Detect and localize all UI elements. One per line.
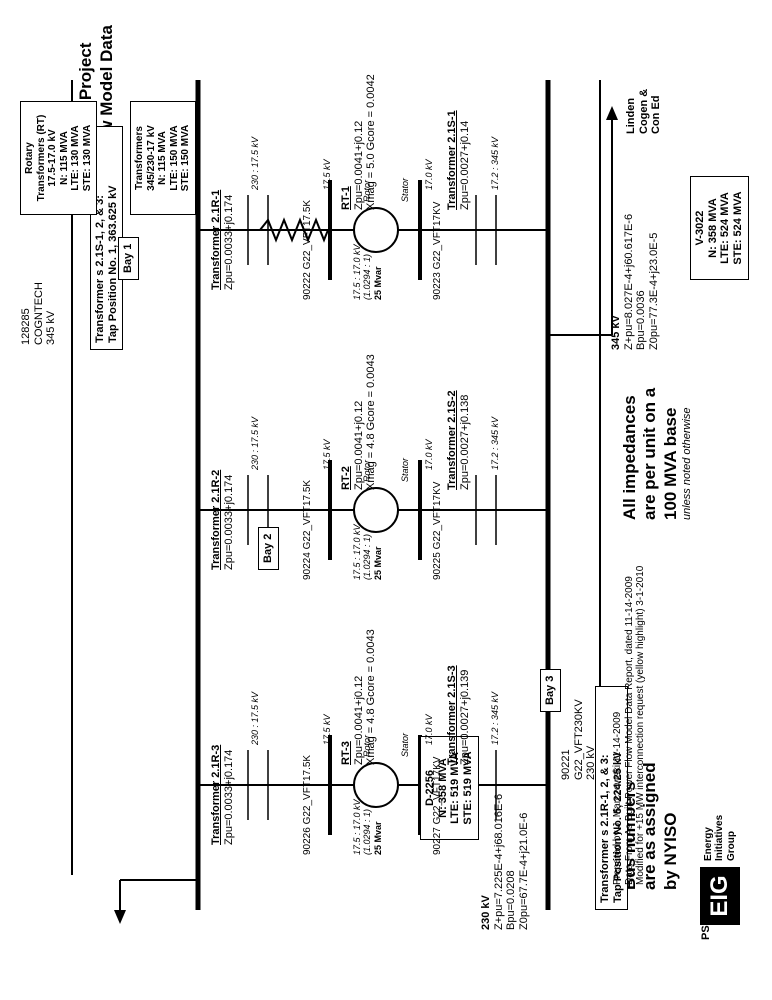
transformer-rating-box: Transformers 345/230-17 kV N: 115 MVA LT… (130, 101, 196, 215)
bay-1-ts-labels: Transformer 2.1S-1 Zpu=0.0027+j0.14 (446, 110, 471, 210)
footer-line-2: Data From As Built Power Flow Model Data… (623, 576, 635, 885)
bay-1-tr-kv: 17.5 kV (322, 159, 332, 190)
bay-1-bus-b: 90223 G22_VFT17KV (432, 201, 443, 300)
bay-3-bus-b: 90227 G22_VFT17KV (432, 756, 443, 855)
bay-2-bus-a: 90224 G22_VFT17.5K (302, 479, 313, 580)
bay-1-ts-kv: 17.0 kV (424, 159, 434, 190)
bay-2-ts-labels: Transformer 2.1S-2 Zpu=0.0027+j0.138 (446, 390, 471, 490)
line-v-params: 345 kV Z+pu=8.027E-4+j60.617E-6 Bpu=0.00… (610, 213, 660, 350)
bay-2-tr-kv: 17.5 kV (322, 439, 332, 470)
bay-1-tr-ratio: 230 : 17.5 kV (250, 136, 260, 190)
bus-230kv-labels: 90221 G22_VFT230KV 230 kV (560, 699, 598, 780)
bay-3-bus-a: 90226 G22_VFT17.5K (302, 754, 313, 855)
line-v-rating-box: V-3022 N: 358 MVA LTE: 524 MVA STE: 524 … (690, 176, 749, 280)
line-d-arrow (114, 879, 198, 924)
bay-3-stator-label: Stator (400, 732, 410, 757)
bay-3-rt-ratio: 17.5 : 17.0 kV (1.0294 : 1) 25 Mvar (352, 799, 383, 855)
bay-2-label: Bay 2 (258, 526, 279, 570)
line-v-arrow (548, 106, 618, 336)
bay-1-ts-ratio: 17.2 : 345 kV (490, 136, 500, 190)
bay-2-tr-ratio: 230 : 17.5 kV (250, 416, 260, 470)
bay-2-rt-ratio: 17.5 : 17.0 kV (1.0294 : 1) 25 Mvar (352, 524, 383, 580)
bus-345kv-labels: 128285 COGNTECH 345 kV (20, 282, 58, 345)
bay-3-tr-labels: Transformer 2.1R-3 Zpu=0.0033+j0.174 (210, 744, 235, 845)
bus-230kv-name: G22_VFT230KV (572, 699, 585, 780)
bay-2-ts-ratio: 17.2 : 345 kV (490, 416, 500, 470)
bus-note-line-3: by NYISO (660, 812, 680, 890)
footer-credits: Prepared by J. Marczewski 11-14-2009 Dat… (612, 565, 647, 885)
bay-3-ts-kv: 17.0 kV (424, 714, 434, 745)
bay-1-bus-a: 90222 G22_VFT17.5K (302, 199, 313, 300)
footer-line-1: Prepared by J. Marczewski 11-14-2009 (612, 711, 623, 885)
bay-3-rotor-label: Rotor (362, 734, 372, 757)
bus-345kv-name: COGNTECH (32, 282, 45, 345)
end-label-linden: Linden Cogen & Con Ed (625, 88, 663, 134)
bay-1-rotor-label: Rotor (362, 179, 372, 202)
bay-2-rotor-label: Rotor (362, 459, 372, 482)
eig-logo-mark: EIG (700, 867, 740, 925)
bay-1-tr-labels: Transformer 2.1R-1 Zpu=0.0033+j0.174 (210, 189, 235, 290)
impedance-note-line-3: 100 MVA base (660, 407, 680, 520)
bay-3-label: Bay 3 (540, 668, 561, 712)
bay-1-label: Bay 1 (118, 236, 139, 280)
rt-rating-box: Rotary Transformers (RT) 17.5-17.0 kV N:… (20, 101, 97, 215)
bay-1-rt-ratio: 17.5 : 17.0 kV (1.0294 : 1) 25 Mvar (352, 244, 383, 300)
eig-logo-name: Energy Initiatives Group (702, 814, 737, 861)
bus-230kv-number: 90221 (560, 749, 572, 780)
bay-3-tr-ratio: 230 : 17.5 kV (250, 691, 260, 745)
bay-2-tr-labels: Transformer 2.1R-2 Zpu=0.0033+j0.174 (210, 469, 235, 570)
bay-3-branch (198, 735, 548, 835)
bay-2-stator-label: Stator (400, 457, 410, 482)
bay-2-ts-kv: 17.0 kV (424, 439, 434, 470)
footer-line-3: Modified for +15 MW interconnection requ… (635, 565, 646, 885)
bay-2-bus-b: 90225 G22_VFT17KV (432, 481, 443, 580)
eig-logo: EIG Energy Initiatives Group (700, 815, 740, 925)
line-d-params: 230 kV Z+pu=7.225E-4+j68.016E-6 Bpu=0.02… (480, 793, 530, 930)
bay-3-tr-kv: 17.5 kV (322, 714, 332, 745)
bus-345kv-number: 128285 (20, 308, 32, 345)
bay-3-ts-ratio: 17.2 : 345 kV (490, 691, 500, 745)
bay-2-branch (198, 460, 548, 560)
bay-1-branch (198, 180, 548, 280)
bay-3-ts-labels: Transformer 2.1S-3 Zpu=0.0027+j0.139 (446, 665, 471, 765)
bus-345kv-kv: 345 kV (45, 310, 58, 345)
bay-1-stator-label: Stator (400, 177, 410, 202)
